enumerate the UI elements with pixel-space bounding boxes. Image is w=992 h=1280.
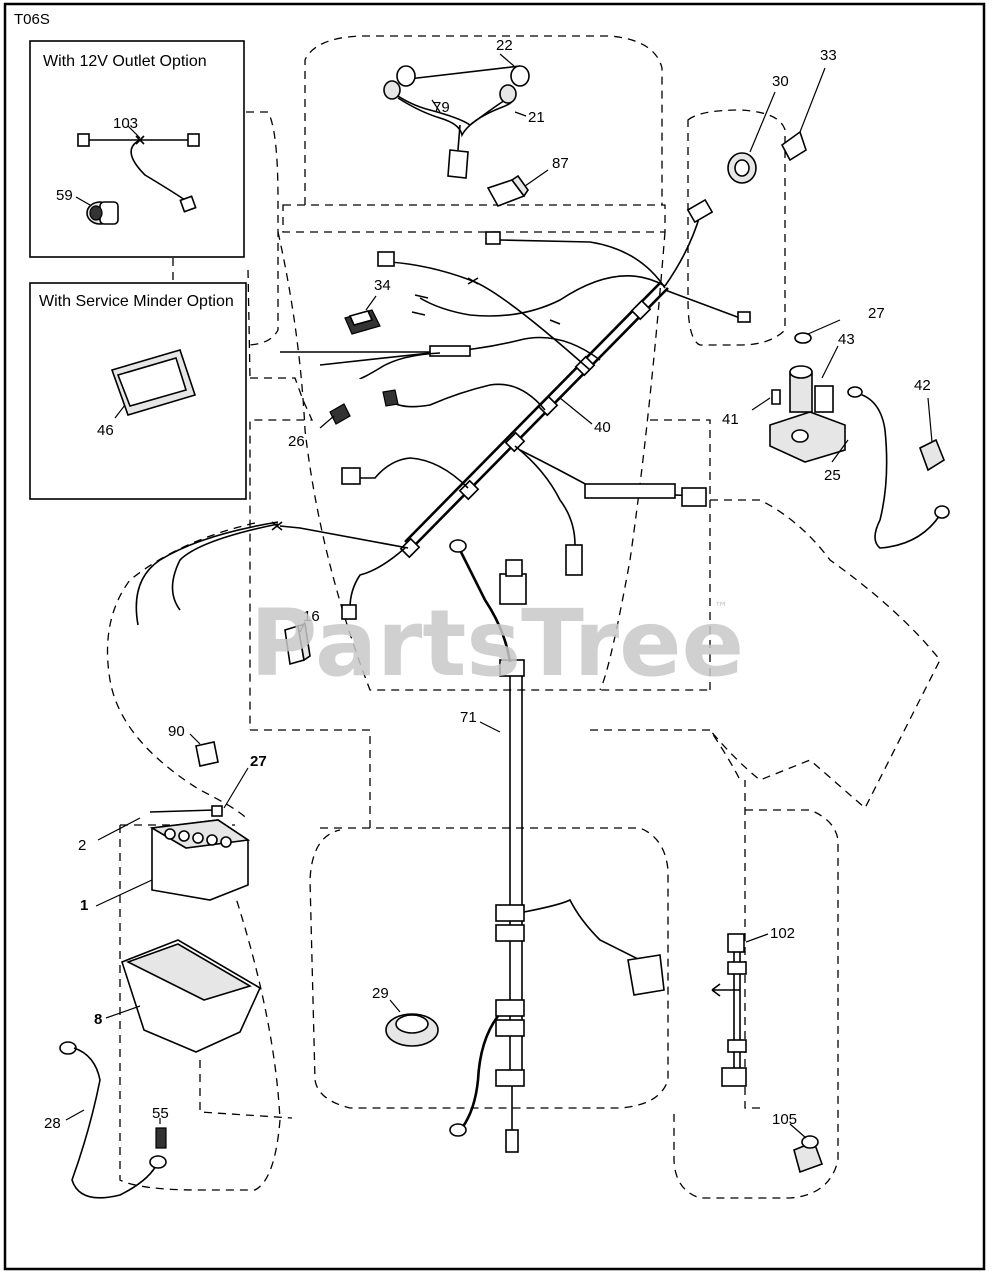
callout-42: 42 bbox=[914, 377, 931, 394]
callout-105: 105 bbox=[772, 1111, 797, 1128]
callout-22: 22 bbox=[496, 37, 513, 54]
main-harness-40: 40 bbox=[135, 198, 751, 626]
callout-2: 2 bbox=[78, 837, 86, 854]
part-90: 90 bbox=[168, 723, 219, 767]
inset-12v-title: With 12V Outlet Option bbox=[43, 53, 207, 70]
callout-30: 30 bbox=[772, 73, 789, 90]
watermark: PartsTree bbox=[250, 590, 744, 697]
callout-34: 34 bbox=[374, 277, 391, 294]
watermark-trademark: ™ bbox=[714, 600, 728, 616]
callout-46: 46 bbox=[97, 422, 114, 439]
callout-41: 41 bbox=[722, 411, 739, 428]
callout-90: 90 bbox=[168, 723, 185, 740]
callout-28: 28 bbox=[44, 1115, 61, 1132]
callout-59: 59 bbox=[56, 187, 73, 204]
inset-service-minder: With Service Minder Option 46 bbox=[29, 282, 247, 500]
solenoid-assembly-43: 27 43 41 25 42 bbox=[722, 305, 950, 549]
callout-1: 1 bbox=[80, 897, 88, 914]
part-34-switch: 34 bbox=[344, 277, 391, 335]
callout-16: 16 bbox=[303, 608, 320, 625]
part-30-ignition: 30 33 bbox=[727, 47, 837, 184]
callout-21: 21 bbox=[528, 109, 545, 126]
part-26-fuse: 26 bbox=[288, 403, 351, 450]
part-105-switch: 105 bbox=[772, 1111, 824, 1174]
ground-cable-28: 28 55 bbox=[44, 1041, 169, 1199]
callout-8: 8 bbox=[94, 1011, 102, 1028]
diagram-code: T06S bbox=[14, 11, 50, 28]
callout-29: 29 bbox=[372, 985, 389, 1002]
battery-assembly: 2 27 1 8 bbox=[78, 753, 267, 1053]
inset-12v-outlet: With 12V Outlet Option 103 59 bbox=[29, 40, 245, 258]
callout-25: 25 bbox=[824, 467, 841, 484]
inset-service-title: With Service Minder Option bbox=[39, 293, 234, 310]
part-29: 29 bbox=[372, 985, 439, 1047]
part-102: 102 bbox=[711, 925, 795, 1087]
callout-27-battery: 27 bbox=[250, 753, 267, 770]
callout-40: 40 bbox=[594, 419, 611, 436]
callout-103: 103 bbox=[113, 115, 138, 132]
callout-87: 87 bbox=[552, 155, 569, 172]
callout-79: 79 bbox=[433, 99, 450, 116]
callout-33: 33 bbox=[820, 47, 837, 64]
callout-71: 71 bbox=[460, 709, 477, 726]
diagram-frame bbox=[3, 2, 986, 1271]
callout-55: 55 bbox=[152, 1105, 169, 1122]
callout-27-top: 27 bbox=[868, 305, 885, 322]
part-16-relay: 16 bbox=[284, 608, 320, 666]
headlight-harness-79: 22 79 21 bbox=[383, 37, 545, 179]
callout-43: 43 bbox=[838, 331, 855, 348]
harness-71: 71 bbox=[449, 539, 665, 1153]
part-87-switch: 87 bbox=[486, 155, 569, 207]
callout-102: 102 bbox=[770, 925, 795, 942]
callout-26: 26 bbox=[288, 433, 305, 450]
